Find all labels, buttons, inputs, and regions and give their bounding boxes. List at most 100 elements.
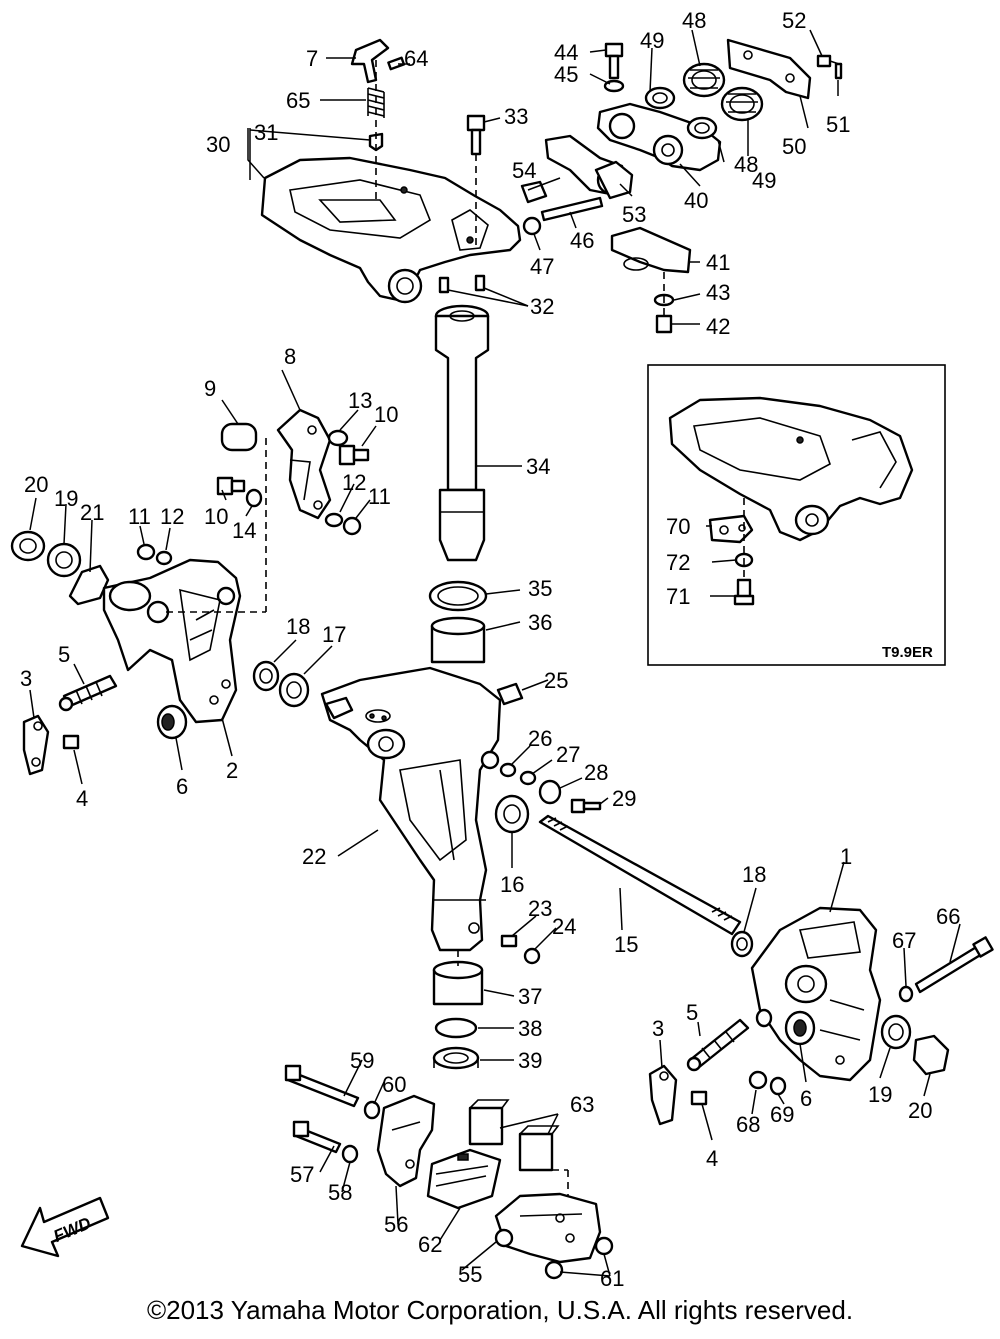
bolt-59 (284, 1064, 360, 1108)
callout: 11 (368, 484, 391, 509)
callout: 48 (734, 152, 758, 177)
callout: 8 (284, 344, 296, 369)
pad-6-a (156, 704, 188, 740)
nut-24 (523, 947, 541, 965)
inset-box (647, 364, 946, 666)
callout: 68 (736, 1112, 760, 1137)
lever-3-a (22, 714, 50, 776)
washer-58 (341, 1144, 359, 1164)
callout: 34 (526, 454, 550, 479)
plate-41 (610, 226, 692, 274)
bushing-48-b (720, 86, 764, 122)
sleeve-9 (220, 422, 258, 452)
bolt-66 (914, 936, 994, 994)
bushing-19-a (46, 542, 82, 578)
callout: 5 (58, 642, 70, 667)
callout: 33 (504, 104, 528, 129)
spring-5-a (58, 674, 118, 712)
leader-lines (29, 29, 961, 1277)
callout: 3 (20, 666, 32, 691)
callout: 23 (528, 896, 552, 921)
bolt-71 (733, 578, 755, 606)
callout: 20 (24, 472, 48, 497)
callout: 52 (782, 8, 806, 33)
washer-69 (769, 1076, 787, 1096)
bracket-56 (376, 1094, 436, 1188)
callout: 61 (600, 1266, 624, 1291)
collar-28 (538, 779, 562, 805)
callout: 41 (706, 250, 730, 275)
callout: 58 (328, 1180, 352, 1205)
bolt-46 (540, 196, 604, 222)
callout: 37 (518, 984, 542, 1009)
callout: 71 (666, 584, 690, 609)
callout: 26 (528, 726, 552, 751)
callout: 59 (350, 1048, 374, 1073)
nut-68 (748, 1070, 768, 1090)
washer-14 (245, 488, 263, 508)
callout: 31 (254, 120, 278, 145)
washer-60 (363, 1100, 381, 1120)
callout: 5 (686, 1000, 698, 1025)
clamp-housing (596, 102, 722, 172)
callout: 62 (418, 1232, 442, 1257)
o-ring-38 (434, 1017, 478, 1039)
callout: 3 (652, 1016, 664, 1041)
callout: 49 (640, 28, 664, 53)
nut-20-a (10, 530, 46, 562)
clamp-bracket-2 (102, 558, 242, 724)
bushing-48-a (682, 62, 726, 98)
rubber-mount-63-a (468, 1099, 510, 1146)
callout: 16 (500, 872, 524, 897)
rubber-mount-63-b (518, 1125, 560, 1172)
callout: 64 (404, 46, 428, 71)
bolt-57 (292, 1120, 342, 1154)
callout: 22 (302, 844, 326, 869)
callout: 44 (554, 40, 578, 65)
bolt-10-a (338, 444, 370, 466)
plunger-31 (368, 132, 384, 152)
callout: 15 (614, 932, 638, 957)
callout: 63 (570, 1092, 594, 1117)
callout: 67 (892, 928, 916, 953)
callout: 39 (518, 1048, 542, 1073)
callout: 13 (348, 388, 372, 413)
bolt-23 (500, 934, 518, 948)
callout: 10 (204, 504, 228, 529)
washer-47 (522, 216, 542, 236)
grease-nipple-26 (499, 762, 517, 778)
bushing-37 (432, 960, 484, 1006)
lever-3-b (648, 1064, 678, 1126)
callout: 53 (622, 202, 646, 227)
bushing-18-a (252, 660, 280, 692)
bracket-50 (726, 38, 812, 100)
callout: 65 (286, 88, 310, 113)
callout: 57 (290, 1162, 314, 1187)
callout: 19 (868, 1082, 892, 1107)
clamp-bracket-1 (750, 906, 882, 1082)
bushing-16 (494, 794, 530, 834)
callout: 30 (206, 132, 230, 157)
bolt-33 (466, 114, 486, 156)
callout: 40 (684, 188, 708, 213)
through-tube-15 (538, 814, 742, 936)
pin-51 (834, 62, 843, 80)
callout: 9 (204, 376, 216, 401)
steering-shaft-34 (434, 304, 490, 562)
callout: 46 (570, 228, 594, 253)
callout: 55 (458, 1262, 482, 1287)
callout: 32 (530, 294, 554, 319)
seal-49-a (644, 86, 676, 110)
seal-39 (432, 1046, 480, 1070)
callout: 69 (770, 1102, 794, 1127)
callout: 17 (322, 622, 346, 647)
pins-32 (438, 274, 486, 294)
washer-12-a (324, 512, 344, 528)
pin-64 (387, 56, 406, 71)
seal-49-b (686, 116, 718, 140)
callout: 70 (666, 514, 690, 539)
callout: 28 (584, 760, 608, 785)
callout: 43 (706, 280, 730, 305)
bolt-44 (604, 42, 624, 80)
bushing-19-b (880, 1014, 912, 1050)
